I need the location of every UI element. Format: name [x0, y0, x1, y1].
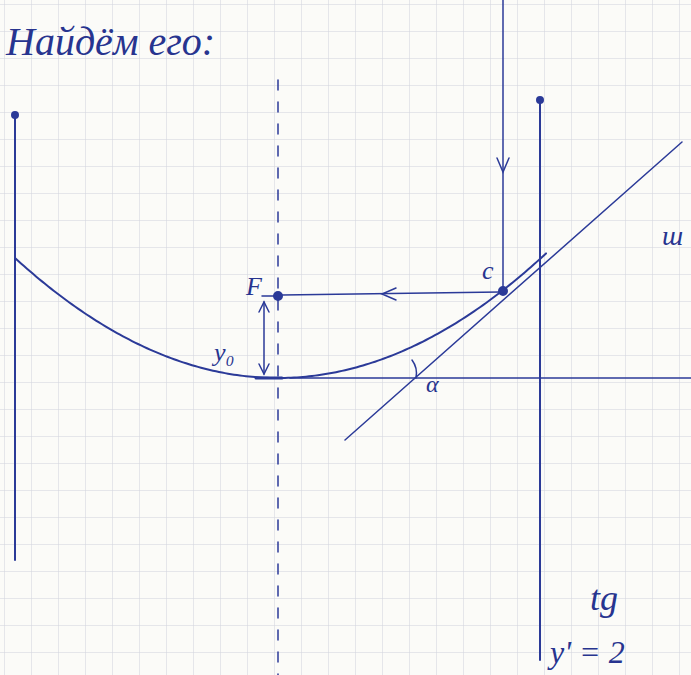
tangent-line: [345, 142, 682, 440]
focus-tick: [262, 295, 276, 297]
handwritten-label: F: [244, 274, 264, 300]
incoming-ray: [502, 0, 504, 288]
right-wall: [539, 100, 541, 660]
left-wall: [14, 115, 16, 560]
handwritten-label: tg: [588, 580, 620, 616]
horizontal-line: [290, 377, 691, 379]
reflected-ray: [282, 292, 500, 295]
arrow-head: [259, 302, 269, 312]
vertex-mark: [256, 377, 282, 380]
angle-arc: [412, 360, 417, 378]
arrow-head: [497, 158, 509, 172]
handwritten-label: y₀: [212, 340, 237, 366]
point-c: [499, 287, 507, 295]
arrow-head: [259, 364, 269, 374]
parabola: [15, 253, 546, 378]
wall-dot: [537, 97, 543, 103]
wall-dot: [12, 112, 18, 118]
y0-dimension: [263, 302, 265, 374]
arrow-head: [382, 288, 396, 300]
handwritten-label: Найдём его:: [4, 22, 217, 62]
handwritten-label: y' = 2: [548, 636, 627, 668]
handwritten-label: α: [424, 372, 441, 396]
handwritten-label: c: [480, 258, 496, 284]
handwritten-label: ш: [660, 222, 685, 250]
